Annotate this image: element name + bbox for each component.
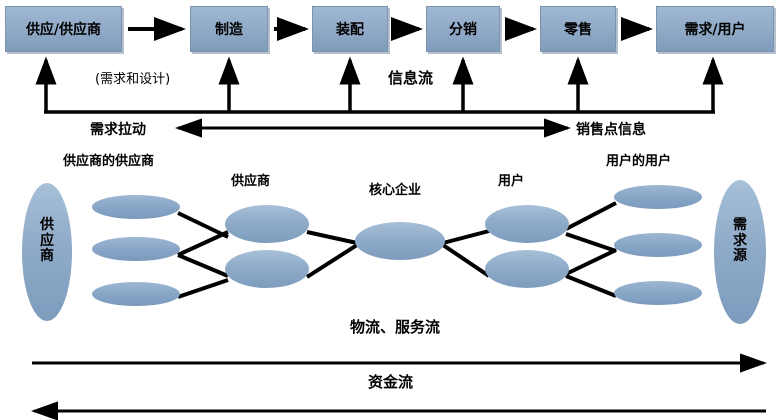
supplier-anchor-label: 供应商 xyxy=(40,217,54,265)
tier-4-node-2[interactable] xyxy=(614,233,702,257)
network-edge-5 xyxy=(306,230,358,245)
tier-label-2: 供应商 xyxy=(231,174,271,189)
pos-information-label: 销售点信息 xyxy=(576,122,646,138)
process-box-6[interactable]: 需求/用户 xyxy=(656,6,774,52)
network-edge-9 xyxy=(565,201,617,231)
demand-pull-label: 需求拉动 xyxy=(90,122,146,138)
network-edge-8 xyxy=(441,243,491,278)
tier-3-node-1[interactable] xyxy=(485,205,569,243)
process-box-3[interactable]: 装配 xyxy=(312,6,388,52)
demand-source-anchor-label: 需求源 xyxy=(733,217,747,265)
demand-source-anchor-ellipse[interactable] xyxy=(714,180,766,324)
network-edge-3 xyxy=(177,253,229,278)
network-edge-12 xyxy=(565,274,617,298)
tier-1-node-3[interactable] xyxy=(92,282,180,306)
process-box-4[interactable]: 分销 xyxy=(426,6,500,52)
process-box-2[interactable]: 制造 xyxy=(190,6,268,52)
tier-label-3: 用户 xyxy=(498,174,525,189)
process-box-1[interactable]: 供应/供应商 xyxy=(5,6,122,52)
process-box-label: 需求/用户 xyxy=(684,22,746,38)
process-box-label: 制造 xyxy=(215,22,243,38)
process-box-label: 零售 xyxy=(564,22,592,38)
supplier-anchor-ellipse[interactable] xyxy=(22,183,72,321)
logistics-service-flow-label: 物流、服务流 xyxy=(350,318,441,336)
network-nodes xyxy=(22,180,766,324)
information-flow-risers xyxy=(35,56,724,112)
process-box-label: 装配 xyxy=(336,22,364,38)
network-edge-6 xyxy=(305,243,359,279)
network-edges xyxy=(177,201,617,299)
tier-2-node-2[interactable] xyxy=(225,250,309,288)
core-enterprise-ellipse[interactable] xyxy=(355,222,445,260)
network-edge-10 xyxy=(565,232,617,253)
information-flow-label: 信息流 xyxy=(388,69,434,87)
process-box-5[interactable]: 零售 xyxy=(540,6,616,52)
tier-4-node-1[interactable] xyxy=(614,185,702,209)
process-box-label: 分销 xyxy=(449,22,477,38)
process-box-label: 供应/供应商 xyxy=(25,22,102,38)
tier-3-node-2[interactable] xyxy=(485,250,569,288)
tier-1-node-2[interactable] xyxy=(92,237,180,261)
tier-label-4: 用户的用户 xyxy=(606,154,672,169)
network-edge-4 xyxy=(177,278,229,299)
demand-and-design-label: (需求和设计) xyxy=(95,72,171,87)
tier-2-node-1[interactable] xyxy=(225,205,309,243)
network-edge-7 xyxy=(442,229,490,245)
tier-4-node-3[interactable] xyxy=(614,281,702,305)
core-enterprise-label: 核心企业 xyxy=(369,183,422,198)
network-edge-2 xyxy=(177,230,229,257)
tier-label-1: 供应商的供应商 xyxy=(63,154,155,169)
network-edge-1 xyxy=(177,211,229,239)
tier-1-node-1[interactable] xyxy=(92,195,180,219)
capital-flow-label: 资金流 xyxy=(368,373,414,391)
network-edge-11 xyxy=(565,248,617,276)
